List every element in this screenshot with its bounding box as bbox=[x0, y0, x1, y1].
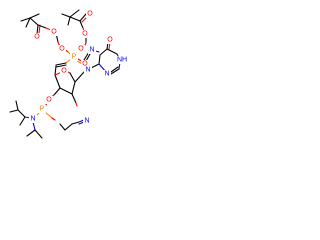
atom-o-carbonyl-c6: O bbox=[106, 36, 114, 44]
atom-o-ester-right-carbonyl: O bbox=[86, 10, 94, 18]
atom-label: P bbox=[72, 54, 77, 61]
atom-label: P bbox=[40, 106, 45, 113]
atom-label: N bbox=[104, 71, 109, 78]
atom-label: O bbox=[78, 46, 84, 53]
atom-label: O bbox=[87, 11, 93, 18]
atom-label: N bbox=[30, 116, 35, 123]
atom-o-ribose-ring: O bbox=[60, 67, 68, 75]
atom-nh-n1: NH bbox=[116, 56, 128, 64]
chemical-structure-diagram: O O O O O O P O bbox=[9, 9, 128, 139]
atom-label: O bbox=[51, 29, 57, 36]
atom-o-ester-left-carbonyl: O bbox=[33, 33, 41, 41]
atom-o-phosphonate-left: O bbox=[58, 45, 66, 53]
atom-label: O bbox=[107, 37, 113, 44]
atom-o-ester-left: O bbox=[50, 28, 58, 36]
atom-label: O bbox=[82, 61, 88, 68]
atom-p-phosphoramidite: P bbox=[38, 105, 46, 113]
atom-labels: O O O O O O P O bbox=[29, 10, 128, 125]
atom-n-nitrile: N bbox=[83, 117, 91, 125]
atom-label: O bbox=[61, 68, 67, 75]
atom-n7: N bbox=[88, 46, 96, 54]
atom-o-phosphoryl: O bbox=[81, 60, 89, 68]
atom-label: N bbox=[85, 67, 90, 74]
atom-label: N bbox=[84, 118, 89, 125]
atom-label: NH bbox=[117, 57, 127, 64]
atom-n-diisopropylamino: N bbox=[29, 115, 37, 123]
atom-label: O bbox=[34, 34, 40, 41]
atom-label: O bbox=[46, 97, 52, 104]
atom-p-phosphonate: P bbox=[70, 53, 78, 61]
atom-label: O bbox=[59, 46, 65, 53]
atom-o-phosphonate-right: O bbox=[77, 45, 85, 53]
atom-label: O bbox=[82, 31, 88, 38]
atom-n3: N bbox=[103, 70, 111, 78]
atom-label: N bbox=[89, 47, 94, 54]
atom-n9: N bbox=[84, 66, 92, 74]
atom-o-ester-right: O bbox=[81, 30, 89, 38]
atom-o-2prime: O bbox=[45, 96, 53, 104]
